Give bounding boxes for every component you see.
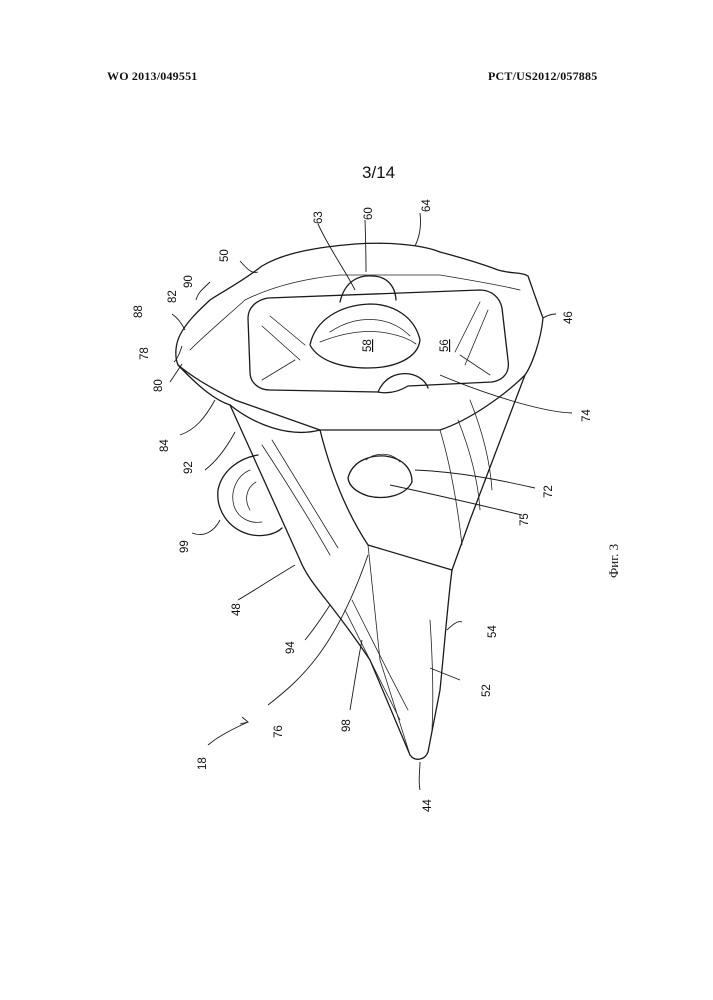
label-63: 63 (313, 211, 325, 224)
label-60: 60 (363, 207, 375, 220)
label-99: 99 (179, 540, 191, 553)
label-54: 54 (487, 625, 499, 638)
label-64: 64 (421, 199, 433, 212)
label-52: 52 (481, 684, 493, 697)
label-58: 58 (362, 339, 374, 352)
label-94: 94 (285, 641, 297, 654)
label-92: 92 (183, 461, 195, 474)
label-48: 48 (231, 603, 243, 616)
label-80: 80 (153, 379, 165, 392)
label-75: 75 (519, 513, 531, 526)
label-44: 44 (422, 799, 434, 812)
label-84: 84 (159, 439, 171, 452)
label-18: 18 (197, 757, 209, 770)
label-74: 74 (581, 409, 593, 422)
label-98: 98 (341, 719, 353, 732)
label-88: 88 (133, 305, 145, 318)
label-50: 50 (219, 249, 231, 262)
label-76: 76 (273, 725, 285, 738)
label-72: 72 (543, 485, 555, 498)
label-90: 90 (183, 275, 195, 288)
label-82: 82 (167, 290, 179, 303)
tooth-outline (176, 243, 543, 759)
label-46: 46 (563, 311, 575, 324)
label-78: 78 (139, 347, 151, 360)
leader-lines (170, 213, 572, 790)
label-56: 56 (439, 339, 451, 352)
reference-numerals: 50 64 60 63 46 90 82 88 78 80 84 92 99 4… (133, 199, 593, 812)
